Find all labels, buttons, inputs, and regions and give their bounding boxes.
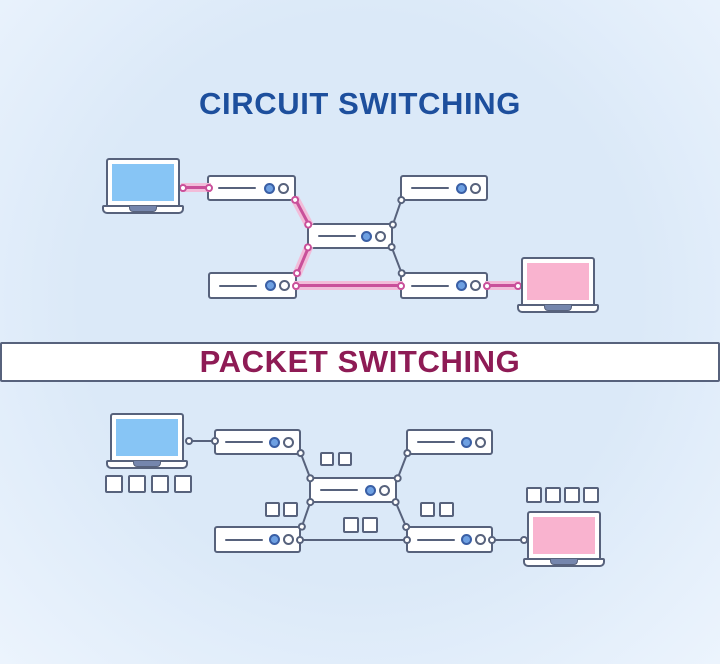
router-led-filled-icon (456, 280, 467, 291)
laptop-screen (116, 419, 178, 456)
packet-square (105, 475, 123, 493)
laptop-hinge (129, 206, 157, 212)
router-status-line (411, 187, 449, 189)
router-led-open-icon (283, 534, 294, 545)
router-led-open-icon (379, 484, 390, 496)
packet-square (174, 475, 192, 493)
laptop-base (523, 558, 605, 567)
router-led-filled-icon (264, 182, 275, 194)
packet-square (283, 502, 298, 517)
packet-router-bottom-right (406, 526, 493, 553)
circuit-link-core-to-bottom-right (391, 247, 403, 273)
router-status-line (320, 489, 358, 491)
router-status-line (225, 441, 263, 443)
packet-square (439, 502, 454, 517)
router-status-line (225, 538, 263, 541)
router-led-open-icon (475, 534, 486, 545)
packet-square (151, 475, 169, 493)
circuit-destination-laptop (517, 257, 599, 313)
router-status-line (417, 538, 455, 541)
packet-link-top-left-to-core (300, 453, 311, 478)
router-led-open-icon (470, 182, 481, 194)
circuit-router-top-right (400, 175, 488, 201)
packet-link-bottom-left-to-bottom-right (301, 539, 406, 541)
laptop-base (102, 205, 184, 214)
packet-destination-laptop (523, 511, 605, 567)
packet-link-core-to-bottom-left (301, 502, 311, 527)
packet-square (420, 502, 435, 517)
circuit-source-laptop (102, 158, 184, 214)
router-led-filled-icon (456, 182, 467, 194)
router-status-line (417, 441, 455, 443)
circuit-link-top-right-to-core (392, 200, 402, 225)
laptop-screen (527, 263, 589, 300)
laptop-screen (112, 164, 174, 201)
packet-square (128, 475, 146, 493)
circuit-core-router (307, 223, 393, 249)
packet-square (526, 487, 542, 503)
packet-core-router (309, 477, 397, 503)
packet-square (564, 487, 580, 503)
laptop-base (517, 304, 599, 313)
packet-square (545, 487, 561, 503)
packet-link-source-to-top-left (190, 440, 214, 442)
circuit-router-bottom-left (208, 272, 297, 299)
router-led-open-icon (279, 280, 290, 291)
router-status-line (218, 187, 256, 189)
router-status-line (219, 284, 257, 287)
router-led-open-icon (283, 436, 294, 448)
circuit-router-top-left (207, 175, 296, 201)
laptop-screen-frame (110, 413, 184, 462)
router-led-open-icon (470, 280, 481, 291)
circuit-link-top-left-to-core (294, 199, 310, 225)
circuit-switching-title: CIRCUIT SWITCHING (199, 86, 521, 121)
laptop-hinge (133, 461, 161, 467)
packet-switching-title: PACKET SWITCHING (0, 342, 720, 382)
laptop-base (106, 460, 188, 469)
packet-link-core-to-bottom-right (395, 502, 407, 527)
packet-square (343, 517, 359, 533)
packet-square (320, 452, 334, 466)
router-led-filled-icon (365, 484, 376, 496)
circuit-link-bottom-left-to-bottom-right (297, 284, 400, 287)
packet-link-top-right-to-core (397, 453, 408, 478)
laptop-screen-frame (521, 257, 595, 306)
circuit-link-core-to-bottom-left (296, 247, 310, 274)
laptop-screen (533, 517, 595, 554)
router-led-open-icon (475, 436, 486, 448)
laptop-screen-frame (106, 158, 180, 207)
laptop-hinge (550, 559, 578, 565)
router-led-filled-icon (265, 280, 276, 291)
packet-square (362, 517, 378, 533)
router-led-filled-icon (461, 436, 472, 448)
packet-square (338, 452, 352, 466)
packet-router-top-left (214, 429, 301, 455)
router-status-line (411, 284, 449, 287)
laptop-screen-frame (527, 511, 601, 560)
packet-router-bottom-left (214, 526, 301, 553)
router-status-line (318, 235, 356, 237)
packet-square (583, 487, 599, 503)
packet-link-bottom-right-to-destination (493, 539, 523, 541)
circuit-link-source-to-top-left (184, 186, 208, 189)
packet-square (265, 502, 280, 517)
circuit-router-bottom-right (400, 272, 488, 299)
router-led-open-icon (375, 230, 386, 242)
laptop-hinge (544, 305, 572, 311)
packet-source-laptop (106, 413, 188, 469)
router-led-filled-icon (269, 534, 280, 545)
packet-router-top-right (406, 429, 493, 455)
router-led-filled-icon (461, 534, 472, 545)
router-led-open-icon (278, 182, 289, 194)
router-led-filled-icon (361, 230, 372, 242)
router-led-filled-icon (269, 436, 280, 448)
circuit-link-bottom-right-to-destination (488, 284, 517, 287)
